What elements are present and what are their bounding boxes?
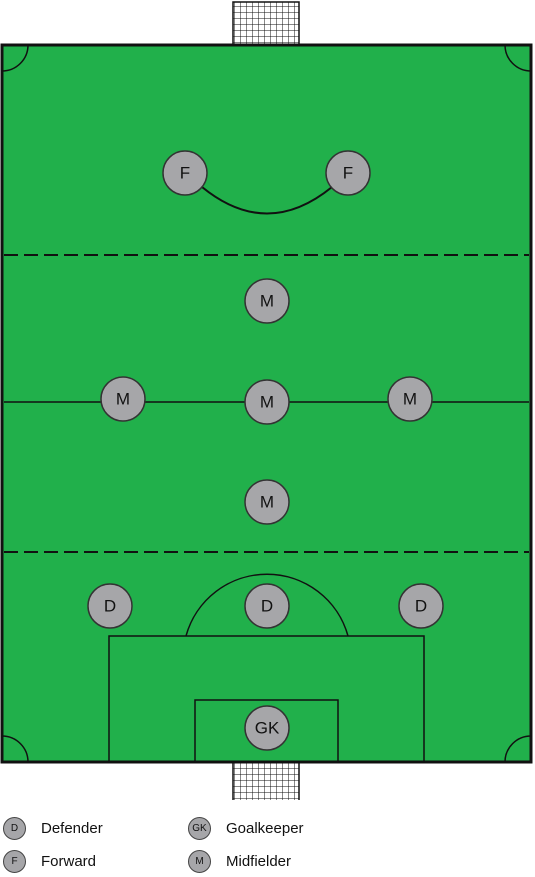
forward-link-arc <box>201 186 333 215</box>
legend-label-midfielder: Midfielder <box>226 853 292 870</box>
player-midfielder-right: M <box>387 376 433 422</box>
player-forward-right: F <box>325 150 371 196</box>
player-midfielder-bottom: M <box>244 479 290 525</box>
forward-marker-icon: F <box>3 850 26 873</box>
goalkeeper-marker-icon: GK <box>188 817 211 840</box>
player-forward-left: F <box>162 150 208 196</box>
legend-item-midfielder: M Midfielder <box>188 850 291 873</box>
legend-label-goalkeeper: Goalkeeper <box>226 820 304 837</box>
player-defender-left: D <box>87 583 133 629</box>
corner-arc-bottom-right <box>504 735 532 763</box>
svg-text:F: F <box>180 164 190 183</box>
legend-label-forward: Forward <box>41 853 97 870</box>
player-defender-center: D <box>244 583 290 629</box>
svg-text:D: D <box>104 597 116 616</box>
soccer-field-diagram: F F M M M M M D D D GK <box>0 1 533 800</box>
midfielder-marker-icon: M <box>188 850 211 873</box>
corner-arc-top-right <box>504 44 532 72</box>
player-midfielder-top: M <box>244 278 290 324</box>
svg-text:M: M <box>260 493 274 512</box>
legend-item-forward: F Forward <box>3 850 96 873</box>
svg-text:M: M <box>116 390 130 409</box>
svg-text:D: D <box>261 597 273 616</box>
svg-text:D: D <box>415 597 427 616</box>
svg-text:M: M <box>260 292 274 311</box>
player-midfielder-center: M <box>244 379 290 425</box>
bottom-goal-net <box>232 761 300 800</box>
player-goalkeeper: GK <box>244 705 290 751</box>
svg-text:M: M <box>260 393 274 412</box>
goal-box <box>194 699 339 763</box>
player-midfielder-left: M <box>100 376 146 422</box>
svg-text:M: M <box>403 390 417 409</box>
player-defender-right: D <box>398 583 444 629</box>
defender-marker-icon: D <box>3 817 26 840</box>
top-goal-net <box>232 1 300 46</box>
svg-text:GK: GK <box>255 719 280 738</box>
legend-item-defender: D Defender <box>3 817 103 840</box>
legend-label-defender: Defender <box>41 820 103 837</box>
corner-arc-bottom-left <box>1 735 29 763</box>
legend-item-goalkeeper: GK Goalkeeper <box>188 817 304 840</box>
svg-text:F: F <box>343 164 353 183</box>
penalty-arc <box>185 573 349 637</box>
corner-arc-top-left <box>1 44 29 72</box>
